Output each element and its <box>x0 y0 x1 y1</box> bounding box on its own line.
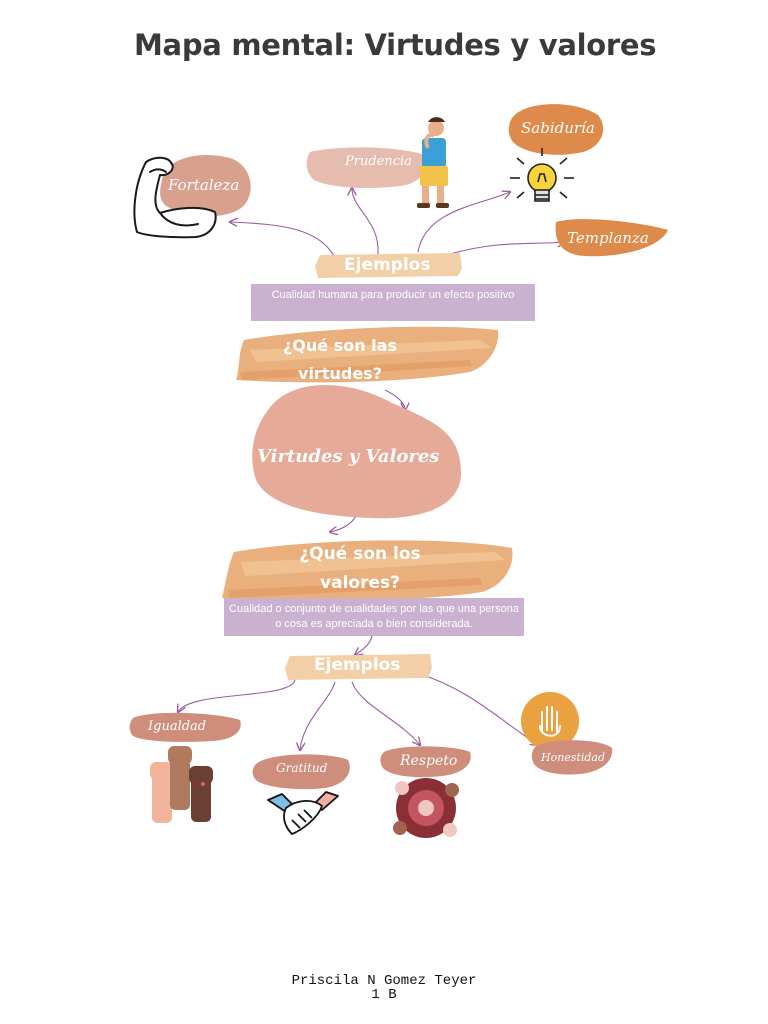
connector-ejemplos-fortaleza <box>230 222 336 259</box>
honestidad-blob <box>531 740 613 775</box>
virtudes-question-line-2: virtudes? <box>298 364 382 383</box>
example-templanza: Templanza <box>567 229 649 247</box>
author-group: 1 B <box>371 987 397 1003</box>
raised-fists-icon <box>150 746 213 823</box>
example-sabiduria: Sabiduría <box>521 119 595 137</box>
example-honestidad: Honestidad <box>541 751 606 764</box>
connector-ejemplos-templanza <box>449 242 565 255</box>
raised-hand-badge <box>521 692 579 750</box>
valores-ejemplos-tag <box>285 654 432 680</box>
example-igualdad: Igualdad <box>148 719 207 734</box>
virtudes-question: ¿Qué son las virtudes? <box>240 332 440 388</box>
virtudes-question-line-1: ¿Qué son las <box>283 336 397 355</box>
connector-ejemplos-igualdad <box>178 679 296 712</box>
virtudes-ejemplos-label: Ejemplos <box>344 255 431 275</box>
valores-brush <box>222 540 513 601</box>
thinking-boy-icon <box>417 117 449 208</box>
connector-ejemplos-respeto <box>351 681 420 745</box>
virtudes-brush <box>236 326 499 383</box>
valores-question-line-2: valores? <box>320 573 400 593</box>
prudencia-blob <box>306 147 428 188</box>
raised-hand-icon <box>539 706 561 737</box>
respeto-blob <box>380 746 471 778</box>
page-title: Mapa mental: Virtudes y valores <box>134 28 657 62</box>
sabiduria-blob <box>508 104 604 155</box>
valores-definition-box <box>224 598 524 636</box>
connector-ejemplos-gratitud <box>300 681 336 750</box>
templanza-blob <box>555 219 668 257</box>
valores-question-line-1: ¿Qué son los <box>299 544 421 564</box>
virtudes-definition-box <box>251 284 535 321</box>
example-respeto: Respeto <box>400 753 458 769</box>
example-fortaleza: Fortaleza <box>168 176 240 194</box>
fortaleza-blob <box>160 154 251 217</box>
valores-question: ¿Qué son los valores? <box>255 540 465 598</box>
virtudes-definition: Cualidad humana para producir un efecto … <box>271 289 515 301</box>
connector-definition-ejemplos <box>355 635 373 655</box>
gratitud-blob <box>252 754 350 790</box>
circle-of-hands-icon <box>393 778 459 838</box>
handshake-icon <box>267 791 339 835</box>
valores-definition: Cualidad o conjunto de cualidades por la… <box>229 603 519 630</box>
virtudes-ejemplos-tag <box>315 253 462 278</box>
example-gratitud: Gratitud <box>276 761 328 775</box>
valores-ejemplos-label: Ejemplos <box>314 655 401 675</box>
connector-ejemplos-sabiduria <box>417 192 510 253</box>
center-label: Virtudes y Valores <box>257 446 440 467</box>
light-bulb-icon <box>510 148 574 202</box>
connector-ejemplos-honestidad <box>419 673 538 745</box>
center-blob <box>252 384 462 519</box>
author-name: Priscila N Gomez Teyer <box>291 973 477 989</box>
flexed-arm-icon <box>133 156 217 239</box>
connector-ejemplos-prudencia <box>352 188 379 255</box>
igualdad-blob <box>129 712 241 742</box>
connector-virtudes-center <box>384 389 405 410</box>
example-prudencia: Prudencia <box>345 154 412 169</box>
